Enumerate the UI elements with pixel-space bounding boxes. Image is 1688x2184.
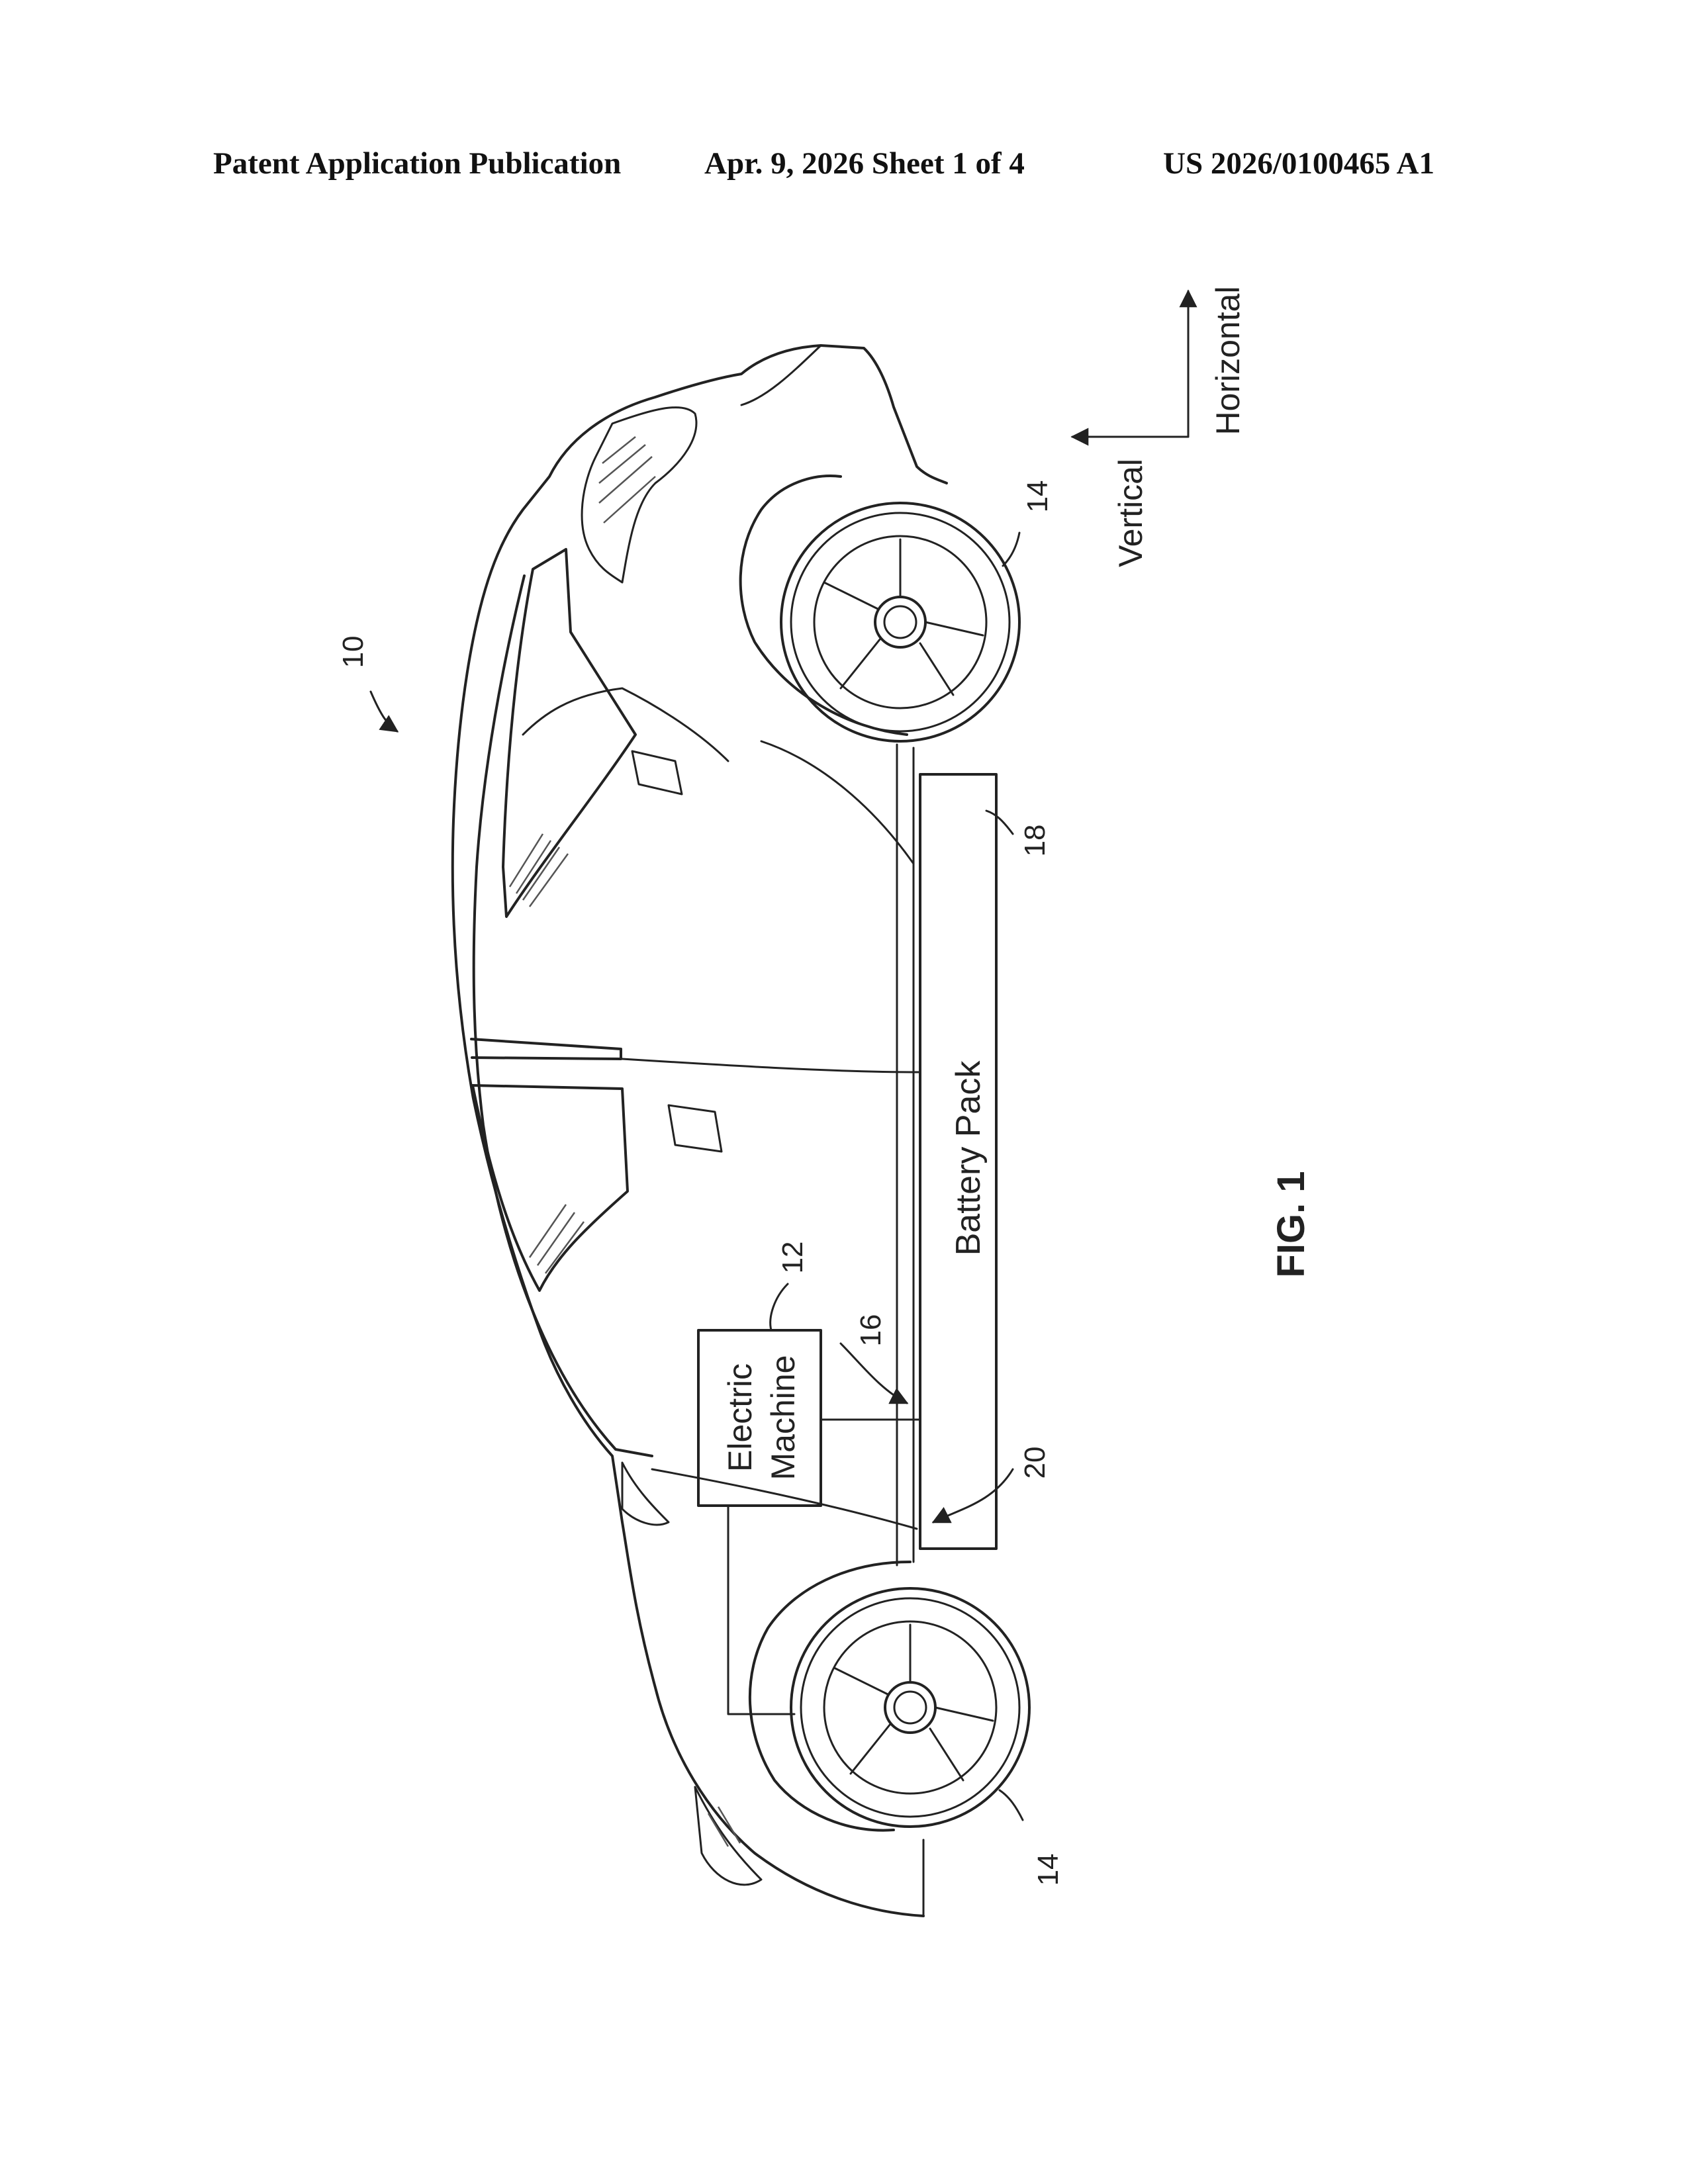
windows	[471, 549, 652, 1456]
ref-18: 18	[1019, 825, 1051, 857]
tail-light	[582, 408, 696, 582]
ref-14-top: 14	[1021, 480, 1054, 513]
axis-label-horizontal: Horizontal	[1209, 286, 1246, 435]
ref-16: 16	[855, 1314, 887, 1347]
vehicle-body-outline	[453, 345, 947, 1916]
orientation-axes: Vertical Horizontal	[1072, 286, 1246, 567]
battery-pack-label: Battery Pack	[949, 1060, 988, 1256]
ref-12: 12	[776, 1242, 809, 1274]
front-wheel	[750, 1562, 1029, 1831]
battery-pack-box: Battery Pack	[920, 774, 996, 1549]
electric-machine-label-line2: Machine	[765, 1355, 802, 1480]
ref-10: 10	[337, 636, 369, 668]
reference-leaders	[371, 533, 1023, 1820]
front-details	[622, 1463, 761, 1885]
electric-machine-box: Electric Machine	[698, 1330, 920, 1714]
electric-machine-label-line1: Electric	[722, 1363, 759, 1472]
axis-label-vertical: Vertical	[1112, 459, 1149, 567]
ref-20: 20	[1019, 1447, 1051, 1479]
rear-wheel	[741, 476, 1019, 741]
ref-14-bottom: 14	[1032, 1854, 1064, 1886]
figure-caption: FIG. 1	[1270, 1171, 1313, 1277]
